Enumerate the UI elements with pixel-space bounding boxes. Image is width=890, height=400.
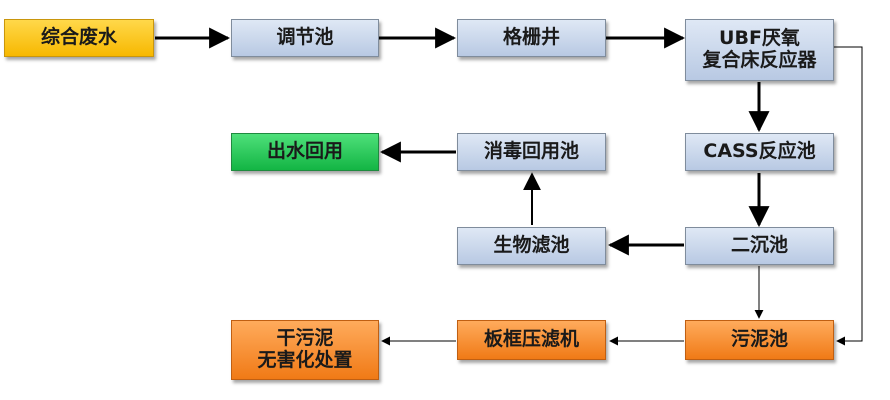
node-label: 消毒回用池 bbox=[483, 140, 579, 163]
node-cass-tank: CASS反应池 bbox=[685, 133, 834, 171]
node-label: CASS反应池 bbox=[703, 140, 816, 163]
node-wastewater: 综合废水 bbox=[4, 19, 154, 57]
node-secondary-clarifier: 二沉池 bbox=[685, 227, 834, 265]
arrow-ubf-to-sludge bbox=[834, 46, 863, 346]
node-regulating-tank: 调节池 bbox=[231, 19, 379, 57]
node-disinfection-tank: 消毒回用池 bbox=[457, 133, 606, 171]
node-sludge-tank: 污泥池 bbox=[685, 320, 834, 360]
node-label: 干污泥 无害化处置 bbox=[257, 327, 353, 371]
node-label: 综合废水 bbox=[40, 26, 117, 49]
node-label: 污泥池 bbox=[730, 328, 788, 351]
node-label: 生物滤池 bbox=[493, 234, 570, 257]
node-label: 板框压滤机 bbox=[483, 328, 579, 351]
node-ubf-reactor: UBF厌氧 复合床反应器 bbox=[685, 19, 834, 81]
node-label: 格栅井 bbox=[502, 26, 560, 49]
node-label: 调节池 bbox=[276, 26, 334, 49]
node-bio-filter: 生物滤池 bbox=[457, 227, 606, 265]
node-grid-well: 格栅井 bbox=[457, 19, 606, 57]
node-filter-press: 板框压滤机 bbox=[457, 320, 606, 360]
node-dry-sludge: 干污泥 无害化处置 bbox=[231, 320, 379, 380]
node-effluent-reuse: 出水回用 bbox=[231, 133, 379, 171]
node-label: 出水回用 bbox=[266, 140, 343, 163]
node-label: 二沉池 bbox=[730, 234, 788, 257]
node-label: UBF厌氧 复合床反应器 bbox=[702, 27, 817, 71]
